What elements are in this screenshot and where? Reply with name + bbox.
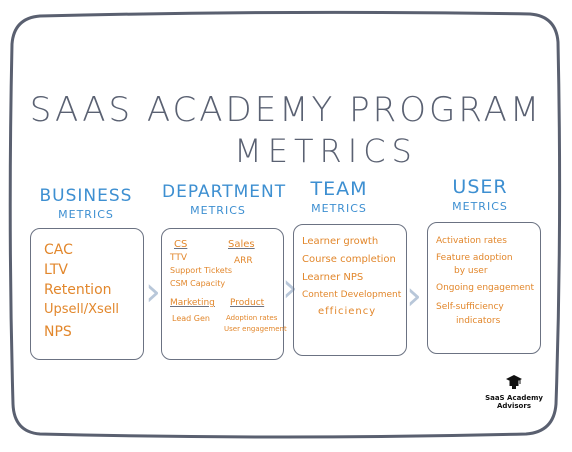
- user-header: USER METRICS: [430, 176, 530, 213]
- brand-logo: SaaS Academy Advisors: [481, 374, 547, 410]
- business-heading: BUSINESS: [39, 186, 133, 206]
- department-heading: DEPARTMENT: [162, 182, 287, 202]
- business-item: Retention: [44, 282, 112, 298]
- marketing-item: Lead Gen: [172, 314, 210, 323]
- cs-label: CS: [174, 239, 188, 250]
- product-item: Adoption rates: [226, 314, 278, 322]
- user-item: Self-sufficiency: [436, 302, 504, 312]
- team-metrics-card: [293, 224, 407, 356]
- team-header: TEAM METRICS: [294, 178, 384, 215]
- user-item: Ongoing engagement: [436, 283, 535, 293]
- team-item: Learner NPS: [302, 272, 364, 283]
- user-item: Feature adoption: [436, 253, 513, 263]
- team-item: Learner growth: [302, 236, 379, 247]
- user-subheading: METRICS: [452, 200, 508, 213]
- business-item: CAC: [44, 242, 73, 258]
- team-item: Content Development: [302, 290, 402, 300]
- department-header: DEPARTMENT METRICS: [162, 182, 287, 217]
- cs-item: Support Tickets: [170, 266, 233, 275]
- product-label: Product: [230, 298, 265, 308]
- page-title-line2: METRICS: [234, 132, 418, 170]
- logo-text-sub: Advisors: [497, 402, 531, 410]
- logo-text: SaaS Academy: [485, 394, 543, 402]
- user-item: Activation rates: [436, 236, 507, 246]
- business-metrics-card: [30, 228, 144, 360]
- graduation-cap-icon: [506, 375, 522, 389]
- business-header: BUSINESS METRICS: [36, 186, 136, 221]
- chevron-right-icon: ›: [282, 265, 298, 311]
- page-title: SAAS ACADEMY PROGRAM: [29, 90, 543, 130]
- product-item: User engagement: [224, 325, 287, 333]
- chevron-right-icon: ›: [145, 269, 161, 315]
- business-subheading: METRICS: [58, 208, 114, 221]
- department-metrics-card: [161, 228, 284, 360]
- department-subheading: METRICS: [190, 204, 246, 217]
- team-subheading: METRICS: [311, 202, 367, 215]
- cs-item: CSM Capacity: [170, 279, 226, 288]
- marketing-label: Marketing: [170, 298, 215, 308]
- user-heading: USER: [452, 176, 508, 198]
- user-item: indicators: [456, 316, 501, 326]
- business-item: Upsell/Xsell: [44, 302, 120, 317]
- cs-item: TTV: [170, 253, 187, 263]
- team-item: efficiency: [318, 306, 377, 317]
- sales-label: Sales: [228, 239, 255, 250]
- business-item: NPS: [44, 324, 72, 340]
- user-item: by user: [454, 266, 488, 276]
- business-item: LTV: [44, 262, 69, 278]
- team-item: Course completion: [302, 254, 396, 265]
- sales-item: ARR: [234, 256, 253, 266]
- team-heading: TEAM: [310, 178, 368, 200]
- user-metrics-card: [427, 222, 541, 354]
- chevron-right-icon: ›: [406, 273, 422, 319]
